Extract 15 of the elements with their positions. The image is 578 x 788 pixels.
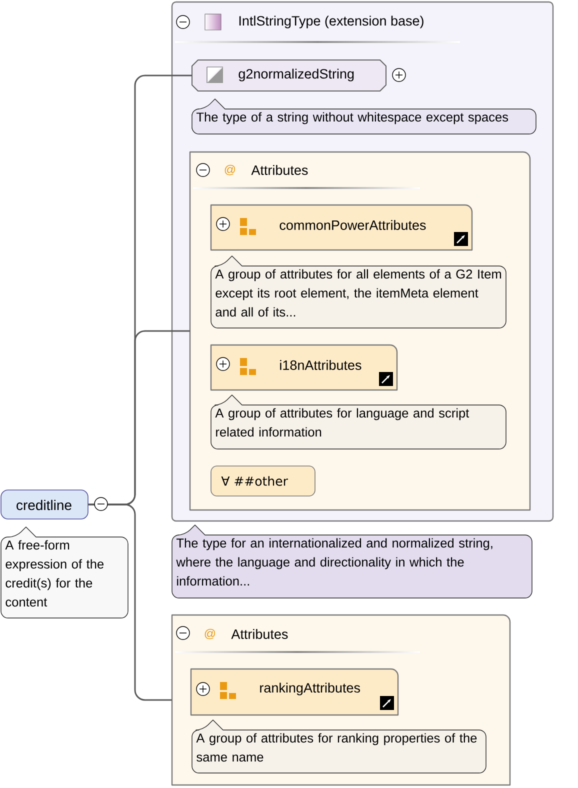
description-callout: A group of attributes for language and script related information [210,394,506,450]
description-callout: The type of a string without whitespace except spaces [192,98,536,134]
attribute-group-box: commonPowerAttributes [210,204,473,251]
attribute-group-box: i18nAttributes [210,344,398,391]
attribute-group-box: rankingAttributes [190,668,399,716]
description-callout: The type for an internationalized and normalized string, where the language and directionality in which the information... [172,524,532,598]
simple-type-box: g2normalizedString [192,60,386,92]
description-callout: A group of attributes for ranking properties of the same name [192,720,486,774]
element-box: creditline [0,490,88,520]
description-callout: A free-form expression of the credit(s) for the content [0,526,128,618]
attribute-icon: @ [224,164,236,176]
description-callout: A group of attributes for all elements of a G2 Item except its root element, the itemMeta element and all of its... [210,256,506,328]
connector [88,504,172,701]
wildcard-box: ∀ ##other [210,466,316,496]
attribute-icon: @ [204,628,216,640]
